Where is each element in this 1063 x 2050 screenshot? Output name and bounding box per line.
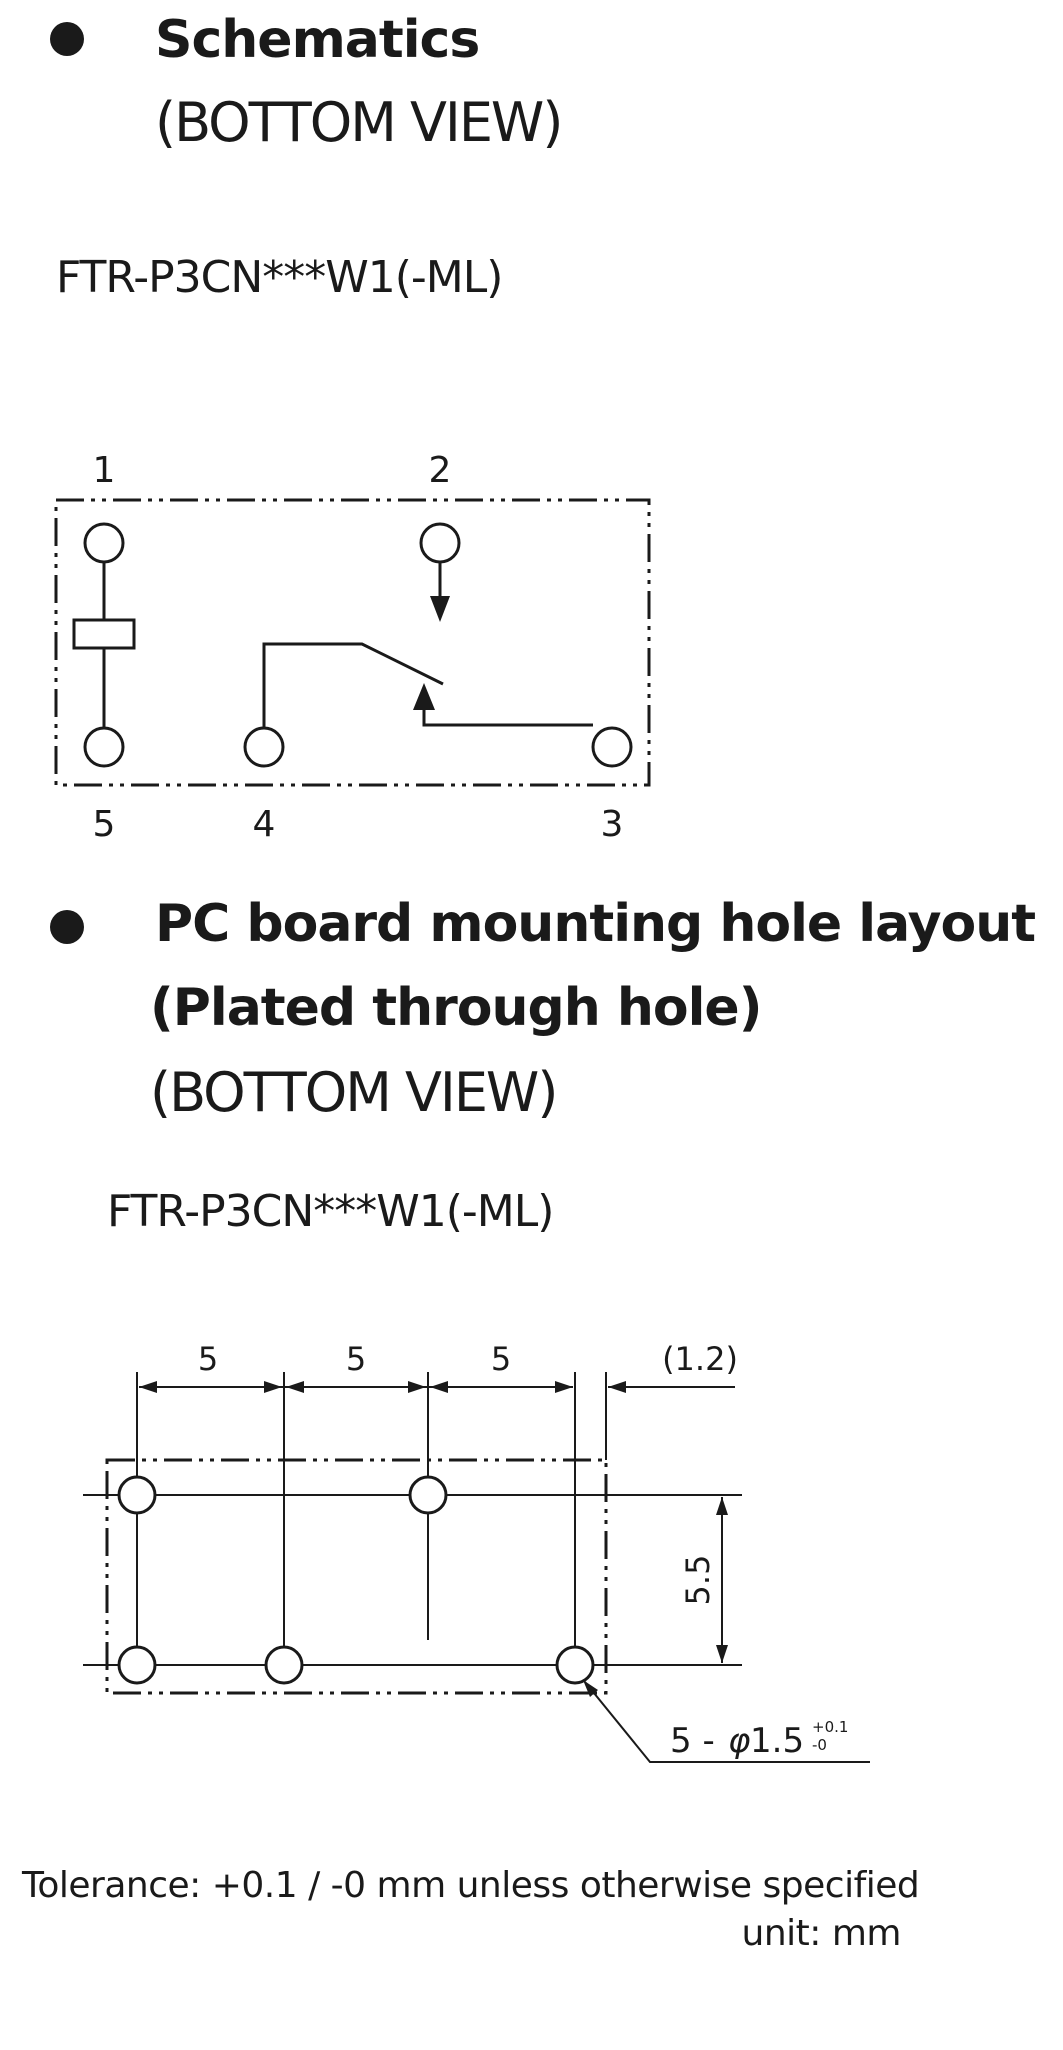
mounting-title-line2: (Plated through hole): [150, 978, 762, 1038]
pitch-arrow-3a: [430, 1381, 448, 1393]
unit-note: unit: mm: [741, 1913, 902, 1954]
schematics-bullet: [50, 22, 84, 56]
hole-size-label: 1.5: [750, 1721, 804, 1761]
schematics-view-label: (BOTTOM VIEW): [155, 91, 563, 154]
pin-label-3: 3: [601, 804, 624, 845]
pin-5-terminal: [83, 726, 125, 768]
coil-symbol: [72, 618, 136, 650]
tolerance-note: Tolerance: +0.1 / -0 mm unless otherwise…: [22, 1865, 920, 1906]
pitch-arrow-3b: [555, 1381, 573, 1393]
relay-outline: [54, 498, 651, 787]
pin-2-terminal: [419, 522, 461, 564]
pitch-label-3: 5: [491, 1340, 511, 1378]
pin-label-4: 4: [253, 804, 276, 845]
pitch-arrow-1a: [139, 1381, 157, 1393]
hole-count-label: 5 -: [670, 1721, 715, 1761]
mounting-title-line1: PC board mounting hole layout: [155, 894, 1036, 954]
no-contact-arrow: [430, 596, 450, 622]
hole-callout-leader: [584, 1681, 870, 1763]
pin-label-1: 1: [93, 450, 116, 491]
nc-contact-wire: [422, 706, 593, 727]
mounting-bullet: [50, 910, 84, 944]
pitch-arrow-2b: [408, 1381, 426, 1393]
hole-pin-4: [264, 1645, 304, 1685]
hole-pin-1: [117, 1475, 157, 1515]
pitch-label-1: 5: [198, 1340, 218, 1378]
hole-pin-3: [555, 1645, 595, 1685]
pin-3-terminal: [591, 726, 633, 768]
offset-label: (1.2): [662, 1340, 738, 1378]
hole-layout-diagram: 5 5 5 (1.2) 5.5 5 - φ 1.5 +0.1 -0: [83, 1340, 870, 1763]
schematic-diagram: 1 2 5 4 3: [54, 450, 651, 845]
hole-callout-arrow: [583, 1680, 598, 1697]
height-arrow-top: [716, 1497, 728, 1515]
pin-1-terminal: [83, 522, 125, 564]
hole-tolerance-minus: -0: [812, 1736, 827, 1754]
offset-arrow: [608, 1381, 626, 1393]
schematics-title: Schematics: [155, 10, 480, 70]
pitch-arrow-1b: [264, 1381, 282, 1393]
pin-label-5: 5: [93, 804, 116, 845]
height-label: 5.5: [679, 1555, 717, 1606]
mounting-model-label: FTR-P3CN***W1(-ML): [107, 1186, 554, 1237]
pin-label-2: 2: [429, 450, 452, 491]
hole-tolerance-plus: +0.1: [812, 1718, 848, 1736]
pitch-arrow-2a: [286, 1381, 304, 1393]
mounting-view-label: (BOTTOM VIEW): [150, 1061, 558, 1124]
nc-contact-arrow: [413, 683, 435, 710]
height-arrow-bottom: [716, 1645, 728, 1663]
pitch-label-2: 5: [346, 1340, 366, 1378]
hole-phi-symbol: φ: [728, 1721, 751, 1761]
hole-pin-5: [117, 1645, 157, 1685]
relay-footprint-outline: [105, 1458, 608, 1695]
schematics-model-label: FTR-P3CN***W1(-ML): [56, 252, 503, 303]
armature-lever: [262, 642, 444, 728]
pin-4-terminal: [243, 726, 285, 768]
hole-pin-2: [408, 1475, 448, 1515]
